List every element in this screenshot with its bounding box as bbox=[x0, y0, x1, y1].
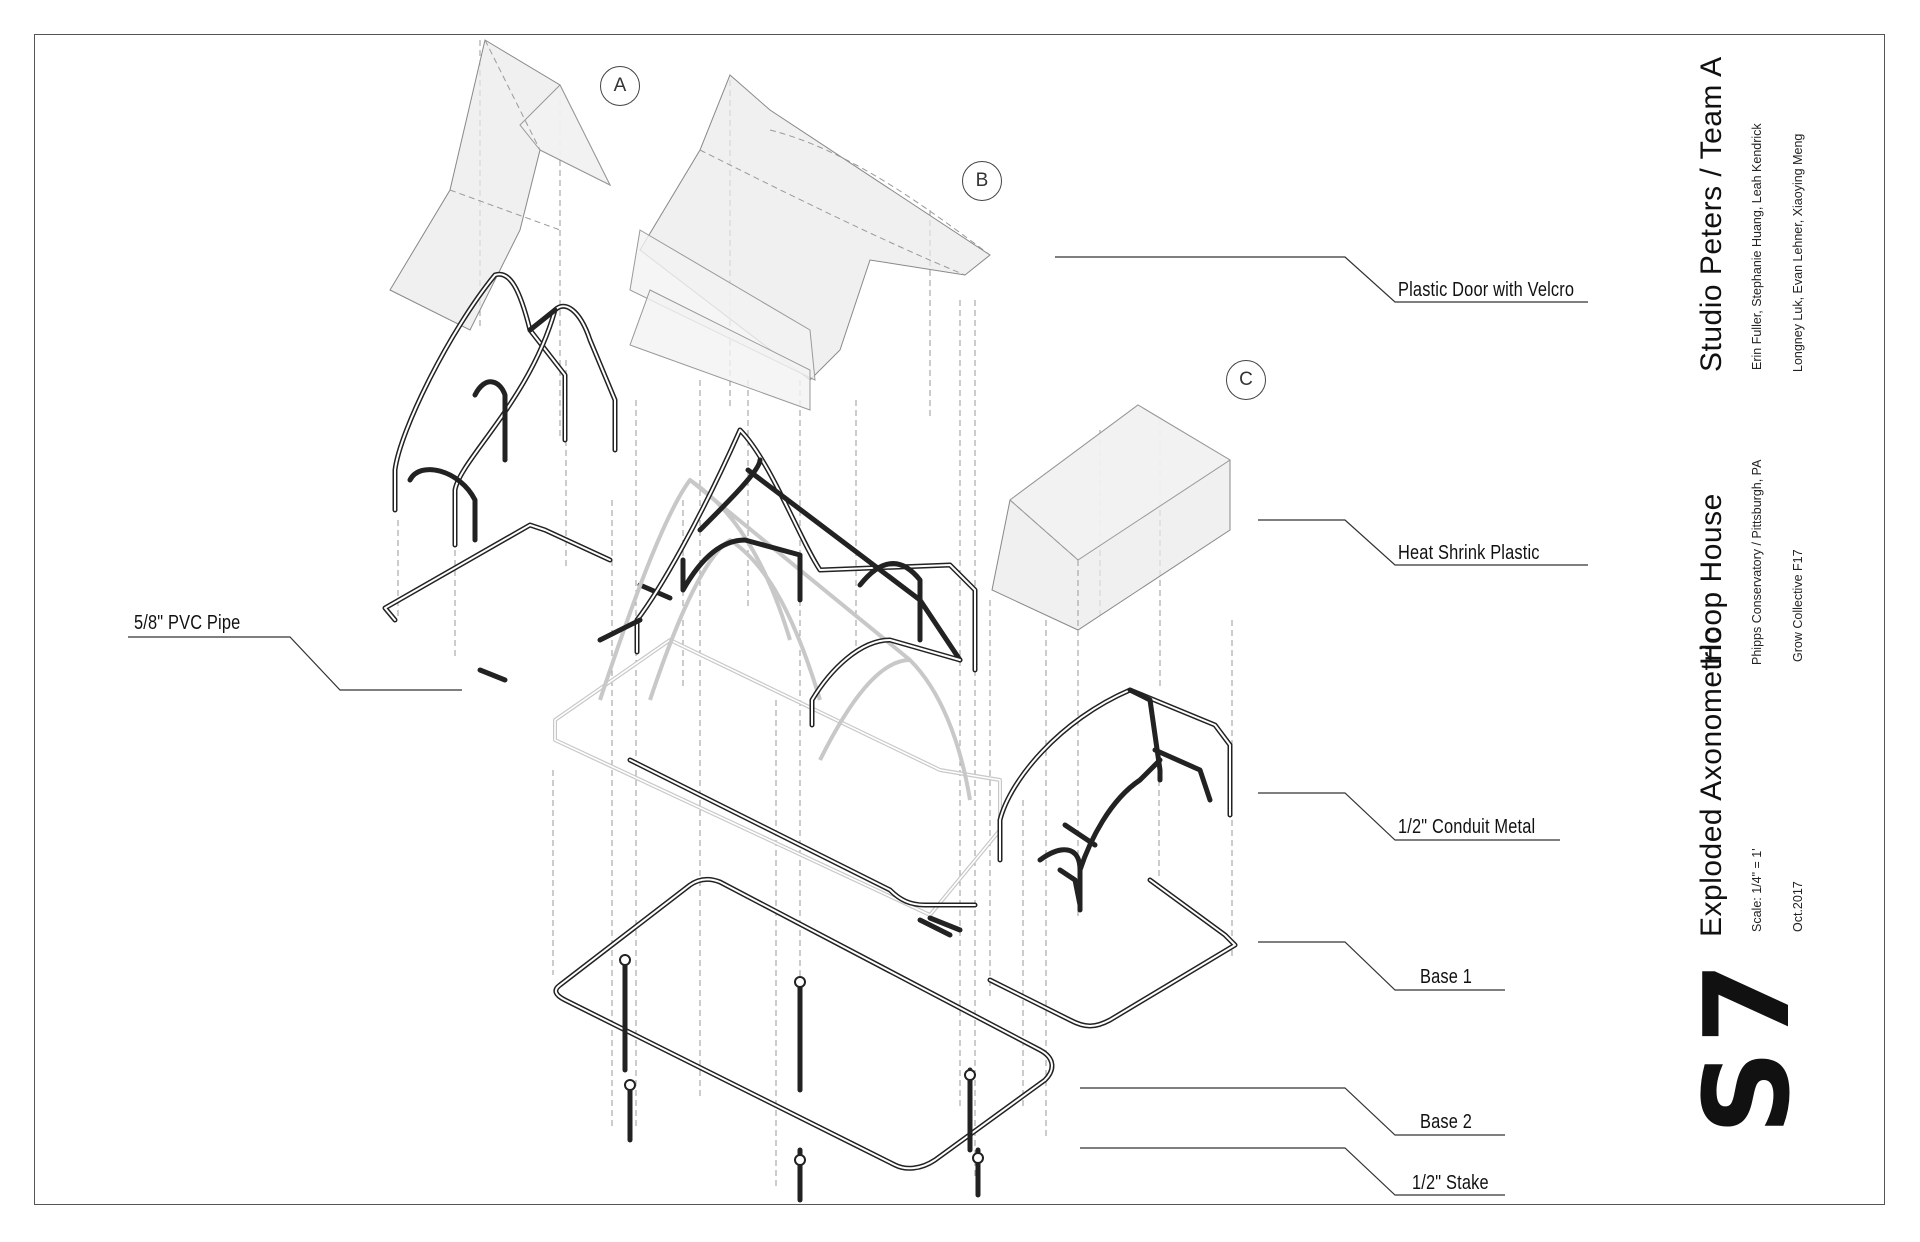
reference-bubble-b: B bbox=[962, 161, 1002, 201]
project-location: Phipps Conservatory / Pittsburgh, PA bbox=[1750, 459, 1764, 665]
hoop-frame-c bbox=[997, 687, 1233, 913]
callout-stake: 1/2" Stake bbox=[1412, 1172, 1489, 1194]
project-collective: Grow Collective F17 bbox=[1791, 549, 1805, 662]
callout-heat-shrink: Heat Shrink Plastic bbox=[1398, 542, 1540, 564]
callout-pvc-pipe: 5/8" PVC Pipe bbox=[134, 612, 241, 634]
plastic-cover-c bbox=[991, 404, 1231, 631]
pvc-base-b bbox=[627, 757, 1098, 933]
callout-base-1: Base 1 bbox=[1420, 966, 1473, 988]
base-1-frame bbox=[917, 877, 1238, 1029]
hoop-frame-b bbox=[597, 427, 978, 728]
pvc-base-a bbox=[382, 522, 673, 683]
studio-title: Studio Peters / Team A bbox=[1695, 56, 1728, 372]
leader-lines bbox=[128, 256, 1588, 1196]
sheet-number: S7 bbox=[1678, 955, 1816, 1135]
team-members-line-1: Erin Fuller, Stephanie Huang, Leah Kendr… bbox=[1750, 123, 1764, 370]
callout-conduit-metal: 1/2" Conduit Metal bbox=[1398, 816, 1536, 838]
team-members-line-2: Longney Luk, Evan Lehner, Xiaoying Meng bbox=[1791, 133, 1805, 372]
sheet-border bbox=[34, 34, 1885, 1205]
plastic-cover-b bbox=[629, 74, 991, 411]
stakes bbox=[619, 954, 984, 1203]
drawing-date: Oct.2017 bbox=[1791, 881, 1805, 932]
ghost-frame bbox=[553, 478, 1002, 917]
drawing-scale: Scale: 1/4" = 1' bbox=[1750, 848, 1764, 932]
drawing-title: Exploded Axonometric bbox=[1695, 628, 1728, 937]
plastic-cover-a bbox=[389, 39, 612, 331]
reference-bubble-c: C bbox=[1226, 360, 1266, 400]
callout-base-2: Base 2 bbox=[1420, 1111, 1473, 1133]
base-2-frame bbox=[553, 876, 1055, 1171]
reference-bubble-a: A bbox=[600, 66, 640, 106]
hoop-frame-a bbox=[392, 271, 618, 548]
callout-plastic-door: Plastic Door with Velcro bbox=[1398, 279, 1575, 301]
